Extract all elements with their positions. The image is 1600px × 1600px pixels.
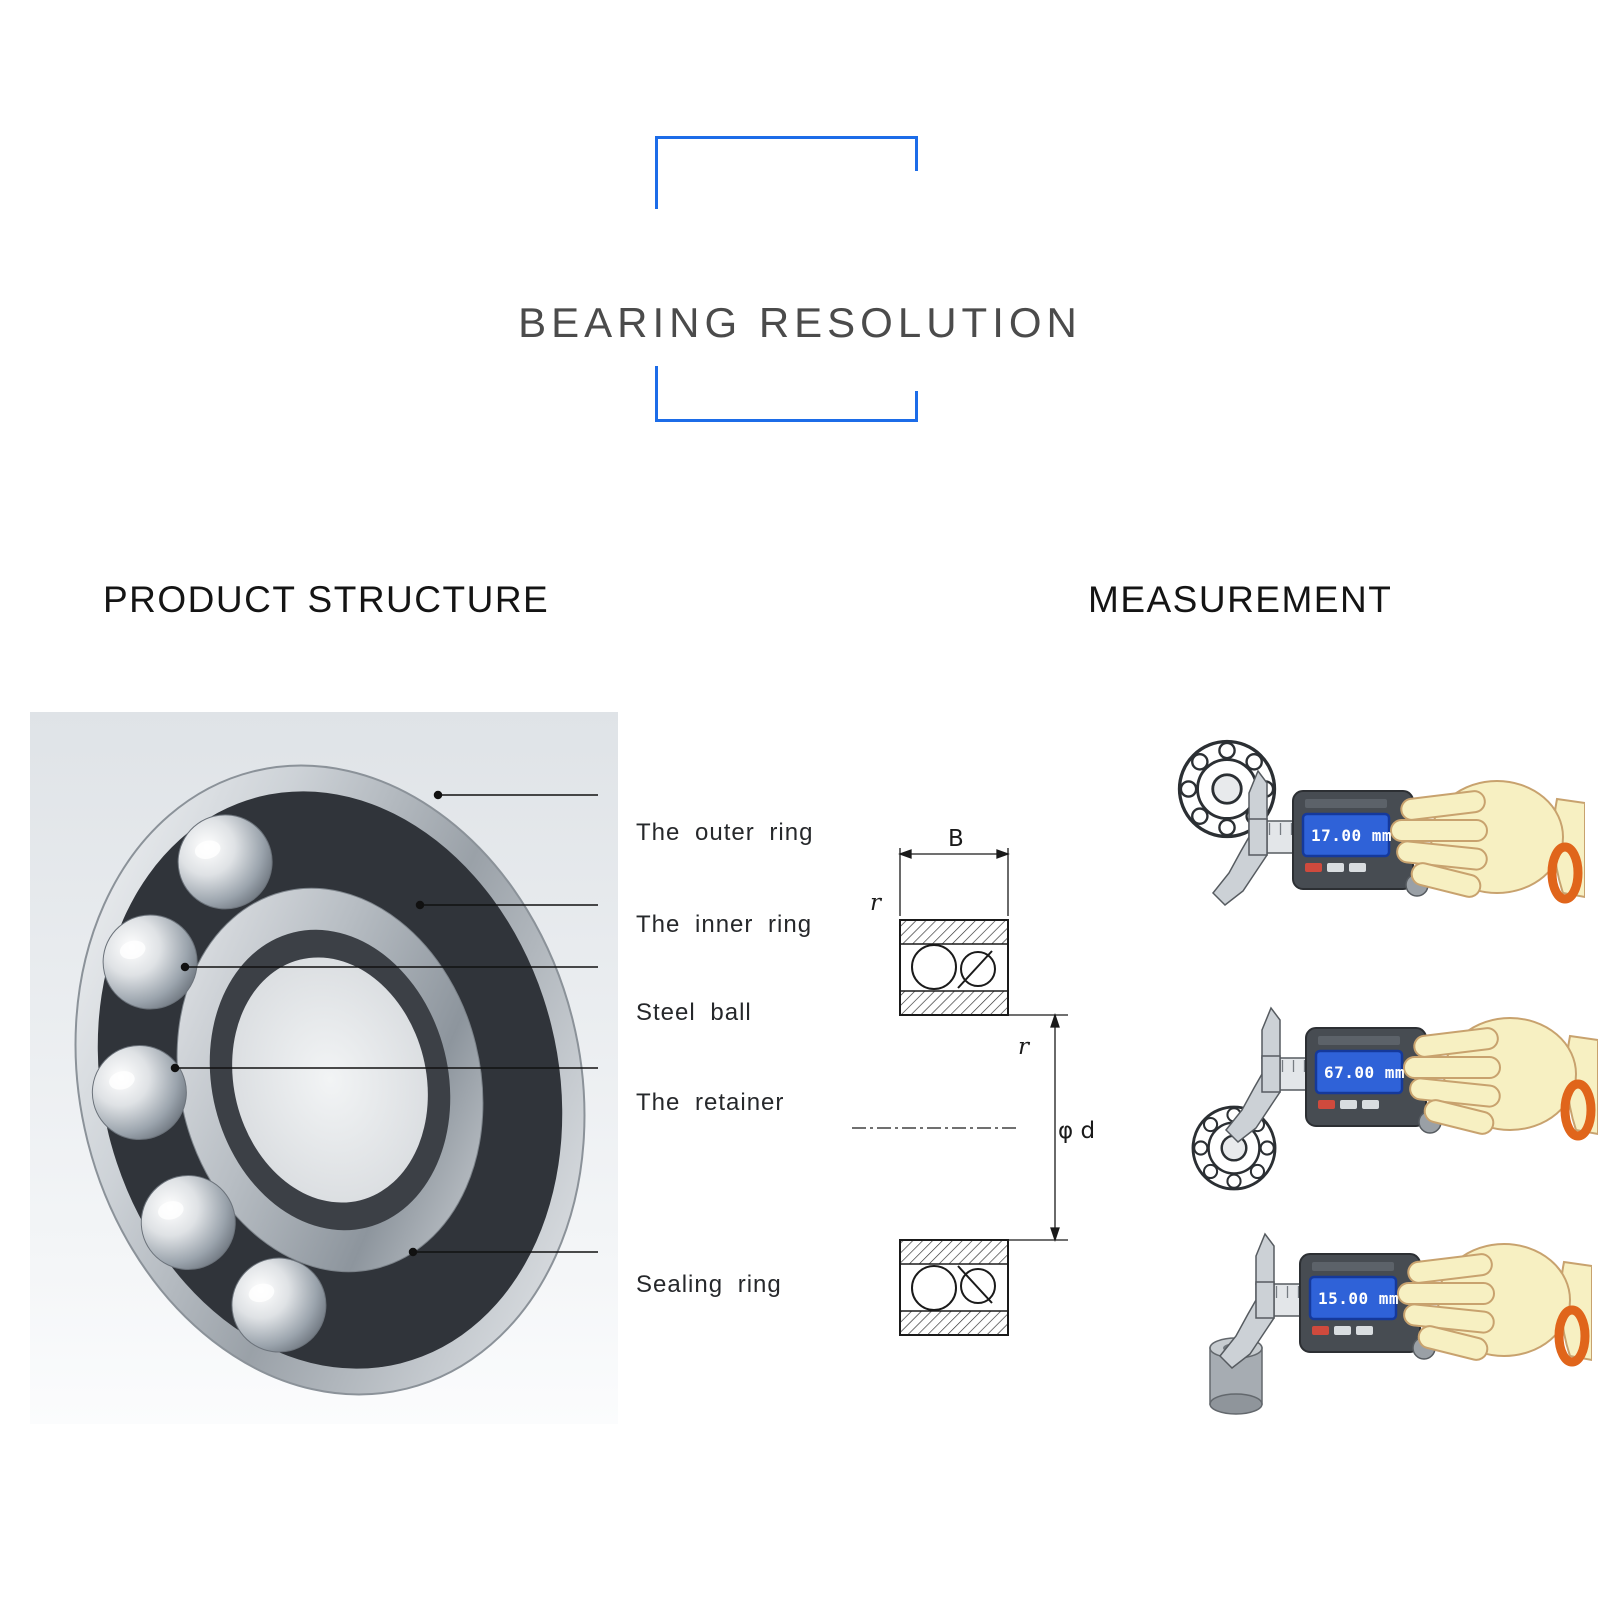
leader-sealing-ring [408, 1247, 598, 1257]
label-retainer: The retainer [636, 1089, 785, 1116]
leader-lines [170, 790, 598, 1257]
leader-inner-ring [415, 900, 598, 910]
title-frame-line [655, 366, 658, 422]
bearing-cross-section-diagram: B r r φ d [852, 826, 1095, 1336]
hand-with-watch [1398, 1244, 1592, 1362]
label-inner-ring: The inner ring [636, 911, 813, 938]
title-frame-line [915, 391, 918, 422]
section-blocks [899, 919, 1009, 1336]
hand-with-watch [1404, 1018, 1598, 1136]
dimension-lines [852, 848, 1068, 1243]
dim-label-r-top: r [870, 890, 883, 916]
caliper-illustration-1: 17.00 mm [1177, 739, 1585, 907]
caliper-reading-3: 15.00 mm [1318, 1289, 1399, 1308]
leader-steel-ball [180, 962, 598, 972]
title-frame-line [915, 136, 918, 171]
structure-heading: PRODUCT STRUCTURE [103, 579, 550, 620]
title-frame-line [655, 419, 918, 422]
caliper-reading-1: 17.00 mm [1311, 826, 1392, 845]
bearing-body [74, 764, 586, 1396]
label-sealing-ring: Sealing ring [636, 1271, 782, 1298]
dim-label-r-side: r [1018, 1034, 1031, 1060]
measurement-heading: MEASUREMENT [1088, 579, 1393, 620]
page-title: BEARING RESOLUTION [518, 299, 1082, 346]
hand-with-watch [1391, 781, 1585, 899]
caliper-illustration-3: 15.00 mm [1209, 1232, 1592, 1415]
dim-label-B: B [948, 826, 964, 852]
steel-balls [91, 814, 327, 1353]
leader-outer-ring [433, 790, 598, 800]
title-frame-line [655, 136, 658, 209]
ball-highlights [109, 840, 275, 1303]
label-outer-ring: The outer ring [636, 819, 814, 846]
title-frame-line [655, 136, 918, 139]
leader-retainer [170, 1063, 598, 1073]
bore-hole [232, 957, 428, 1203]
label-steel-ball: Steel ball [636, 999, 752, 1026]
caliper-reading-2: 67.00 mm [1324, 1063, 1405, 1082]
caliper-illustration-2: 67.00 mm [1191, 1006, 1598, 1191]
dim-label-bore: φ d [1058, 1118, 1095, 1144]
bearing-cutaway-illustration [30, 712, 618, 1424]
